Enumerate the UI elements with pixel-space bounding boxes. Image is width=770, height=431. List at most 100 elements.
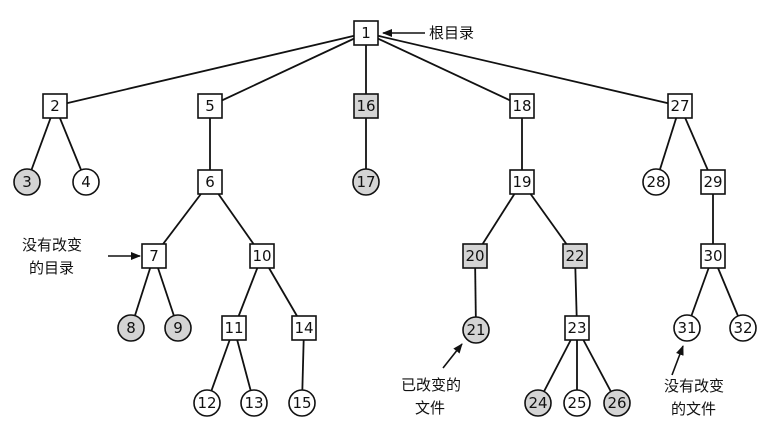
file-node-24: 24 bbox=[524, 389, 552, 417]
file-node-25: 25 bbox=[563, 389, 591, 417]
changed-file-label-line1: 已改变的 bbox=[401, 376, 461, 394]
directory-box bbox=[42, 93, 68, 119]
node-number: 21 bbox=[466, 321, 485, 339]
file-circle bbox=[603, 389, 631, 417]
node-number: 13 bbox=[244, 394, 263, 412]
directory-box bbox=[221, 315, 247, 341]
directory-box bbox=[700, 169, 726, 195]
directory-node-22: 22 bbox=[562, 243, 588, 269]
node-number: 4 bbox=[81, 173, 91, 191]
node-number: 25 bbox=[567, 394, 586, 412]
node-number: 1 bbox=[361, 24, 371, 42]
file-node-26: 26 bbox=[603, 389, 631, 417]
directory-box bbox=[564, 315, 590, 341]
edge-1-5 bbox=[209, 32, 367, 107]
file-circle bbox=[563, 389, 591, 417]
node-number: 18 bbox=[512, 97, 531, 115]
file-circle bbox=[462, 316, 490, 344]
directory-node-2: 2 bbox=[42, 93, 68, 119]
directory-box bbox=[667, 93, 693, 119]
node-number: 28 bbox=[646, 173, 665, 191]
directory-node-16: 16 bbox=[353, 93, 379, 119]
file-node-13: 13 bbox=[240, 389, 268, 417]
file-node-9: 9 bbox=[164, 314, 192, 342]
file-circle bbox=[117, 314, 145, 342]
node-number: 7 bbox=[149, 247, 159, 265]
node-number: 23 bbox=[567, 319, 586, 337]
file-node-31: 31 bbox=[673, 314, 701, 342]
directory-box bbox=[509, 169, 535, 195]
directory-node-7: 7 bbox=[141, 243, 167, 269]
node-number: 2 bbox=[50, 97, 60, 115]
file-node-32: 32 bbox=[729, 314, 757, 342]
node-number: 26 bbox=[607, 394, 626, 412]
file-node-28: 28 bbox=[642, 168, 670, 196]
file-node-8: 8 bbox=[117, 314, 145, 342]
file-node-15: 15 bbox=[288, 389, 316, 417]
node-number: 12 bbox=[197, 394, 216, 412]
root-annotation: 根目录 bbox=[382, 24, 474, 42]
file-circle bbox=[240, 389, 268, 417]
node-number: 30 bbox=[703, 247, 722, 265]
file-node-17: 17 bbox=[352, 168, 380, 196]
unchanged-file-annotation: 没有改变 的文件 bbox=[664, 345, 724, 418]
node-number: 15 bbox=[292, 394, 311, 412]
file-circle bbox=[193, 389, 221, 417]
unchanged-file-label-line1: 没有改变 bbox=[664, 377, 724, 395]
directory-node-29: 29 bbox=[700, 169, 726, 195]
node-number: 3 bbox=[22, 173, 32, 191]
node-number: 32 bbox=[733, 319, 752, 337]
directory-node-1: 1 bbox=[353, 20, 379, 46]
edge-1-2 bbox=[54, 32, 367, 107]
file-circle bbox=[13, 168, 41, 196]
directory-node-20: 20 bbox=[462, 243, 488, 269]
changed-file-annotation: 已改变的 文件 bbox=[401, 343, 463, 417]
node-number: 5 bbox=[205, 97, 215, 115]
file-circle bbox=[524, 389, 552, 417]
node-number: 17 bbox=[356, 173, 375, 191]
directory-box bbox=[197, 169, 223, 195]
directory-node-14: 14 bbox=[291, 315, 317, 341]
unchanged-file-arrow bbox=[671, 345, 684, 376]
unchanged-directory-label-line2: 的目录 bbox=[29, 259, 74, 277]
file-node-4: 4 bbox=[72, 168, 100, 196]
node-number: 29 bbox=[703, 173, 722, 191]
directory-box bbox=[353, 93, 379, 119]
node-number: 14 bbox=[294, 319, 313, 337]
directory-node-18: 18 bbox=[509, 93, 535, 119]
file-circle bbox=[72, 168, 100, 196]
node-number: 31 bbox=[677, 319, 696, 337]
file-node-12: 12 bbox=[193, 389, 221, 417]
directory-node-5: 5 bbox=[197, 93, 223, 119]
changed-file-arrow bbox=[442, 343, 463, 369]
node-number: 22 bbox=[565, 247, 584, 265]
node-number: 8 bbox=[126, 319, 136, 337]
file-node-3: 3 bbox=[13, 168, 41, 196]
node-number: 24 bbox=[528, 394, 547, 412]
directory-box bbox=[197, 93, 223, 119]
directory-box bbox=[141, 243, 167, 269]
file-circle bbox=[352, 168, 380, 196]
edge-1-27 bbox=[365, 32, 681, 107]
directory-node-6: 6 bbox=[197, 169, 223, 195]
directory-box bbox=[353, 20, 379, 46]
unchanged-directory-annotation: 没有改变 的目录 bbox=[22, 236, 141, 277]
directory-box bbox=[509, 93, 535, 119]
unchanged-directory-label-line1: 没有改变 bbox=[22, 236, 82, 254]
directory-node-30: 30 bbox=[700, 243, 726, 269]
tree-edges bbox=[26, 32, 744, 404]
node-number: 6 bbox=[205, 173, 215, 191]
directory-node-23: 23 bbox=[564, 315, 590, 341]
node-number: 19 bbox=[512, 173, 531, 191]
changed-file-label-line2: 文件 bbox=[415, 399, 445, 417]
directory-box bbox=[249, 243, 275, 269]
root-label: 根目录 bbox=[429, 24, 474, 42]
node-number: 10 bbox=[252, 247, 271, 265]
node-number: 9 bbox=[173, 319, 183, 337]
file-circle bbox=[288, 389, 316, 417]
edge-1-18 bbox=[365, 32, 523, 107]
file-circle bbox=[164, 314, 192, 342]
file-circle bbox=[642, 168, 670, 196]
